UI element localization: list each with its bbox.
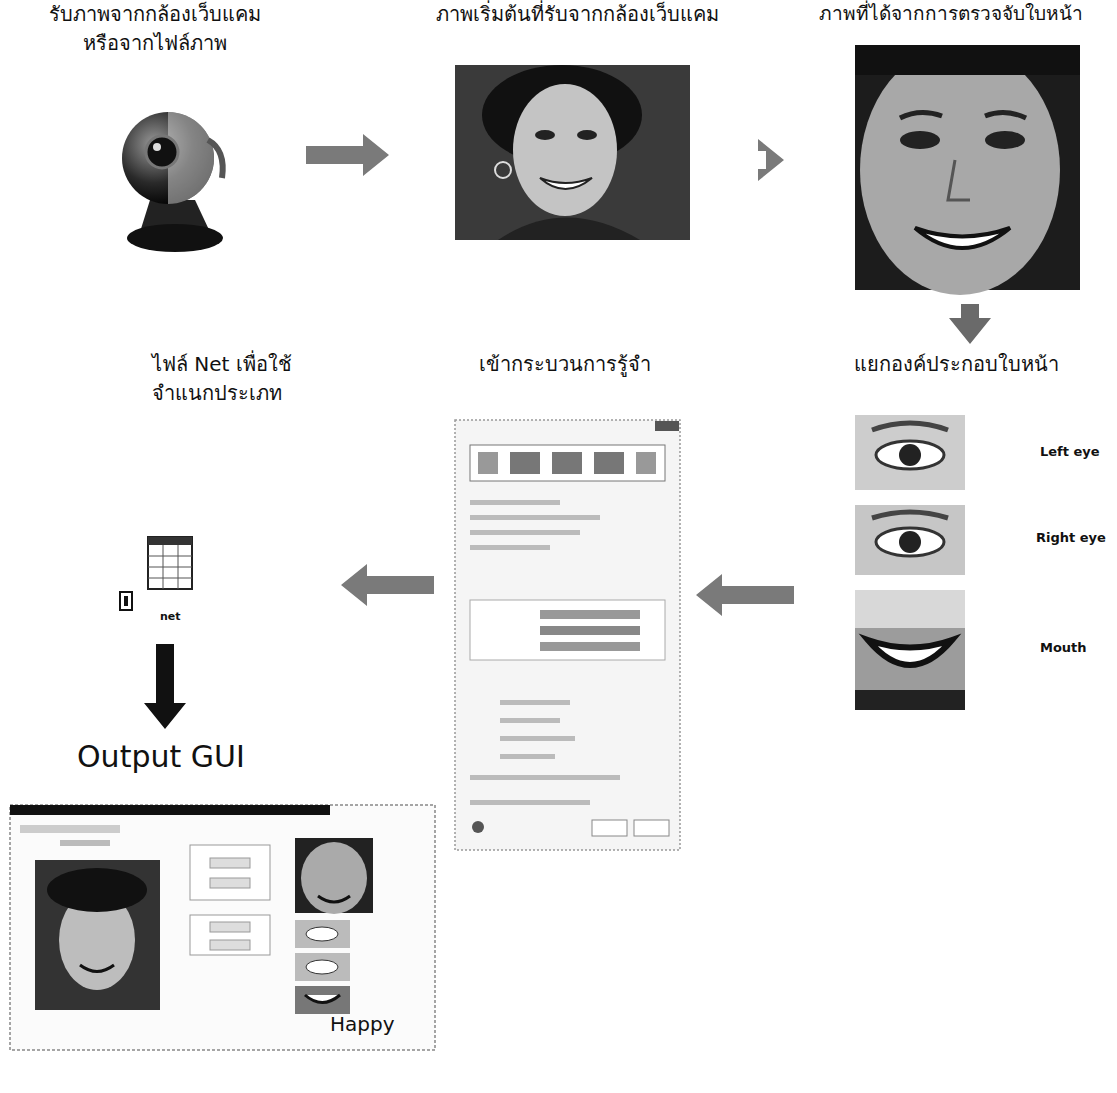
stage-heading: ภาพที่ได้จากการตรวจจับใบหน้า <box>790 0 1112 28</box>
stage-heading: ภาพเริ่มต้นที่รับจากกล้องเว็บแคม <box>395 0 760 29</box>
flow-arrow <box>949 304 991 344</box>
stage-node: ภาพเริ่มต้นที่รับจากกล้องเว็บแคม <box>395 0 760 248</box>
stage-node: เข้ากระบวนการรู้จำ <box>440 350 690 855</box>
flow-arrow <box>696 574 794 616</box>
stage-heading: ไฟล์ Net เพื่อใช้ จำแนกประเภท <box>152 350 327 408</box>
detected-face <box>855 45 1080 295</box>
flow-arrow <box>306 134 389 176</box>
mouth-crop <box>855 590 965 710</box>
flow-arrow <box>758 139 784 181</box>
recognition-screenshot <box>455 420 680 850</box>
output-gui-screenshot <box>10 805 435 1050</box>
stage-node: Output GUI <box>5 735 445 1060</box>
part-label: Happy <box>330 1012 395 1036</box>
part-label: Left eye <box>1040 444 1100 459</box>
part-label: net <box>160 610 181 623</box>
stage-node: ไฟล์ Net เพื่อใช้ จำแนกประเภท <box>110 350 335 638</box>
input-photo <box>455 65 690 240</box>
stage-heading: รับภาพจากกล้องเว็บแคม หรือจากไฟล์ภาพ <box>30 0 280 58</box>
stage-node: ภาพที่ได้จากการตรวจจับใบหน้า <box>790 0 1112 298</box>
flow-arrow <box>341 564 434 606</box>
webcam-icon <box>122 112 223 252</box>
net-file-icon <box>120 537 192 610</box>
stage-heading: แยกองค์ประกอบใบหน้า <box>800 350 1112 379</box>
part-label: Mouth <box>1040 640 1087 655</box>
stage-heading: Output GUI <box>77 735 445 779</box>
part-label: Right eye <box>1036 530 1106 545</box>
stage-heading: เข้ากระบวนการรู้จำ <box>440 350 690 379</box>
stage-node: รับภาพจากกล้องเว็บแคม หรือจากไฟล์ภาพ <box>10 0 300 262</box>
flow-arrow <box>144 644 186 729</box>
eye-crops <box>855 415 965 575</box>
